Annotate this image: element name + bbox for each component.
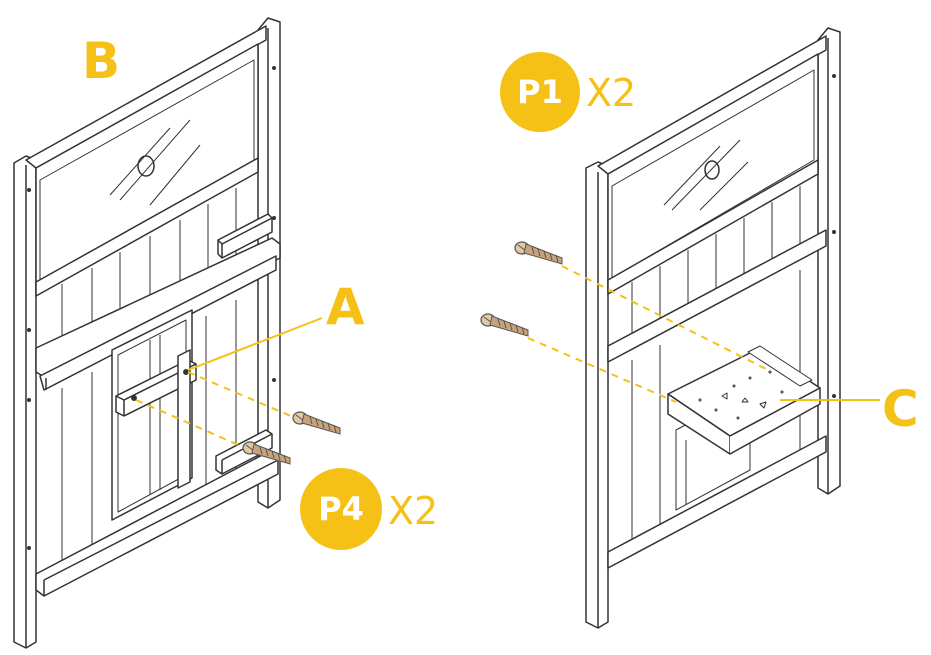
hardware-quantity-p4: X2 [388,489,439,533]
guide-lines-right [527,265,769,403]
panel-b [13,17,281,649]
screw-p1-1 [514,241,563,265]
part-c-label: C [882,380,919,438]
screw-p1-2 [480,313,529,337]
hardware-badge-p4: P4 [300,468,382,550]
hardware-quantity-p1: X2 [586,71,637,115]
panel-assembled [585,27,841,629]
panel-b-label: B [82,32,121,90]
hardware-code-p1: P1 [517,73,563,111]
hardware-code-p4: P4 [318,490,364,528]
screw-p4-1 [292,411,341,435]
leader-line-a [187,317,323,371]
part-a-label: A [326,278,365,336]
hardware-badge-p1: P1 [500,52,580,132]
